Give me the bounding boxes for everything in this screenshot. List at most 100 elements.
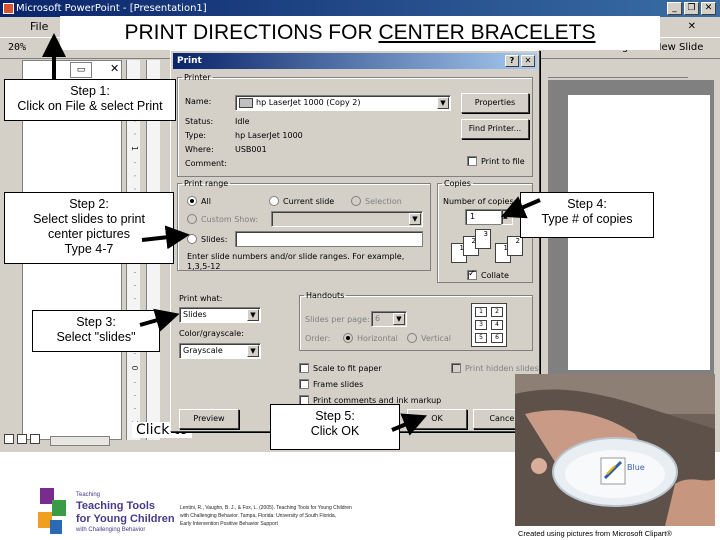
slides-per-page-label: Slides per page:	[305, 315, 370, 324]
zoom-box[interactable]: 20%	[8, 42, 27, 53]
ok-button[interactable]: OK	[407, 409, 467, 429]
range-selection-radio[interactable]	[351, 196, 361, 206]
color-grayscale-select[interactable]: Grayscale ▼	[179, 343, 261, 359]
print-to-file-checkbox[interactable]	[467, 156, 477, 166]
view-buttons	[4, 434, 40, 444]
chevron-down-icon[interactable]: ▼	[393, 313, 405, 325]
normal-view-icon[interactable]	[4, 434, 14, 444]
scale-to-fit-checkbox[interactable]	[299, 363, 309, 373]
color-grayscale-value: Grayscale	[183, 346, 223, 355]
type-value: hp LaserJet 1000	[235, 131, 303, 140]
document-close-icon[interactable]: ✕	[687, 21, 696, 32]
help-icon[interactable]: ?	[505, 55, 519, 67]
where-label: Where:	[185, 145, 214, 154]
logo-main-text: Teaching Tools	[76, 500, 156, 512]
order-horizontal-radio[interactable]	[343, 333, 353, 343]
color-grayscale-label: Color/grayscale:	[179, 329, 244, 338]
print-to-file-label: Print to file	[481, 157, 525, 166]
pane-close-icon[interactable]: ✕	[110, 62, 120, 75]
restore-icon[interactable]: ❐	[684, 2, 699, 15]
step3-text: Select "slides"	[56, 330, 136, 344]
close-icon[interactable]: ✕	[701, 2, 716, 15]
step1-title: Step 1:	[70, 84, 110, 98]
slides-range-input[interactable]	[235, 231, 423, 247]
horizontal-scrollbar[interactable]	[50, 436, 110, 446]
collate-checkbox[interactable]	[467, 269, 477, 280]
print-what-label: Print what:	[179, 294, 223, 303]
range-current-radio[interactable]	[269, 196, 279, 206]
range-hint-example: 1,3,5-12	[187, 262, 221, 271]
handouts-group: Handouts	[299, 291, 533, 351]
status-label: Status:	[185, 117, 214, 126]
print-range-label: Print range	[184, 179, 229, 188]
comment-label: Comment:	[185, 159, 227, 168]
step1-text: Click on File & select Print	[17, 99, 163, 113]
page-title: PRINT DIRECTIONS FOR CENTER BRACELETS	[60, 16, 660, 50]
order-vertical-radio[interactable]	[407, 333, 417, 343]
step3-callout: Step 3: Select "slides"	[32, 310, 160, 352]
step4-callout: Step 4: Type # of copies	[520, 192, 654, 238]
step2-title: Step 2:	[69, 197, 109, 211]
print-what-select[interactable]: Slides ▼	[179, 307, 261, 323]
ttyc-logo-icon	[38, 488, 66, 534]
chevron-down-icon[interactable]: ▼	[437, 97, 449, 109]
logo-tag-text: with Challenging Behavior	[76, 527, 146, 533]
step4-text: Type # of copies	[541, 212, 633, 226]
dialog-close-icon[interactable]: ✕	[521, 55, 535, 67]
outline-tab[interactable]: ▭	[70, 62, 92, 78]
bracelet-photo: Blue	[515, 374, 715, 526]
print-comments-label: Print comments and ink markup	[313, 396, 442, 405]
logo-sub-text: for Young Children	[76, 513, 175, 525]
frame-slides-checkbox[interactable]	[299, 379, 309, 389]
title-prefix: PRINT DIRECTIONS FOR	[124, 21, 379, 44]
range-custom-radio[interactable]	[187, 214, 197, 224]
minimize-icon[interactable]: _	[667, 2, 682, 15]
step2-text-3: Type 4-7	[64, 242, 114, 256]
order-vertical-label: Vertical	[421, 334, 451, 343]
where-value: USB001	[235, 145, 267, 154]
preview-button[interactable]: Preview	[179, 409, 239, 429]
handouts-group-label: Handouts	[306, 291, 345, 300]
find-printer-button[interactable]: Find Printer...	[461, 119, 529, 139]
step5-callout: Step 5: Click OK	[270, 404, 400, 450]
range-hint: Enter slide numbers and/or slide ranges.…	[187, 252, 405, 261]
title-emphasis: CENTER BRACELETS	[378, 21, 596, 44]
new-slide-button[interactable]: New Slide	[654, 42, 704, 53]
step1-callout: Step 1: Click on File & select Print	[4, 79, 176, 121]
powerpoint-app-icon	[3, 3, 14, 14]
menu-file[interactable]: File	[30, 20, 49, 33]
custom-show-select[interactable]: ▼	[271, 211, 423, 227]
printer-icon	[239, 97, 253, 108]
spin-up-icon[interactable]: ▲	[503, 213, 508, 220]
copies-spinner[interactable]: ▲	[501, 209, 513, 225]
order-horizontal-label: Horizontal	[357, 334, 398, 343]
chevron-down-icon[interactable]: ▼	[247, 345, 259, 357]
range-slides-radio[interactable]	[187, 234, 197, 244]
status-value: Idle	[235, 117, 250, 126]
menu-bar: File ✕	[0, 17, 720, 37]
app-title: Microsoft PowerPoint - [Presentation1]	[16, 3, 207, 14]
type-label: Type:	[185, 131, 207, 140]
step2-text-1: Select slides to print	[33, 212, 145, 226]
print-hidden-checkbox[interactable]	[451, 363, 461, 373]
printer-group-label: Printer	[184, 73, 211, 82]
slides-per-page-select[interactable]: 6 ▼	[371, 311, 407, 327]
sorter-view-icon[interactable]	[17, 434, 27, 444]
step3-title: Step 3:	[76, 315, 116, 329]
citation-line-1: Lentini, R., Vaughn, B. J., & Fox, L. (2…	[180, 505, 352, 511]
step5-text: Click OK	[310, 424, 360, 438]
chevron-down-icon[interactable]: ▼	[247, 309, 259, 321]
slideshow-view-icon[interactable]	[30, 434, 40, 444]
print-what-value: Slides	[183, 310, 207, 319]
range-slides-label: Slides:	[201, 235, 228, 244]
copies-label: Number of copies:	[443, 197, 517, 206]
properties-button[interactable]: Properties	[461, 93, 529, 113]
step2-callout: Step 2: Select slides to print center pi…	[4, 192, 174, 264]
printer-group: Printer	[177, 73, 533, 177]
printer-name-select[interactable]: hp LaserJet 1000 (Copy 2) ▼	[235, 95, 451, 111]
chevron-down-icon[interactable]: ▼	[409, 213, 421, 225]
copies-value: 1	[470, 212, 476, 221]
range-all-radio[interactable]	[187, 196, 197, 206]
order-label: Order:	[305, 334, 331, 343]
